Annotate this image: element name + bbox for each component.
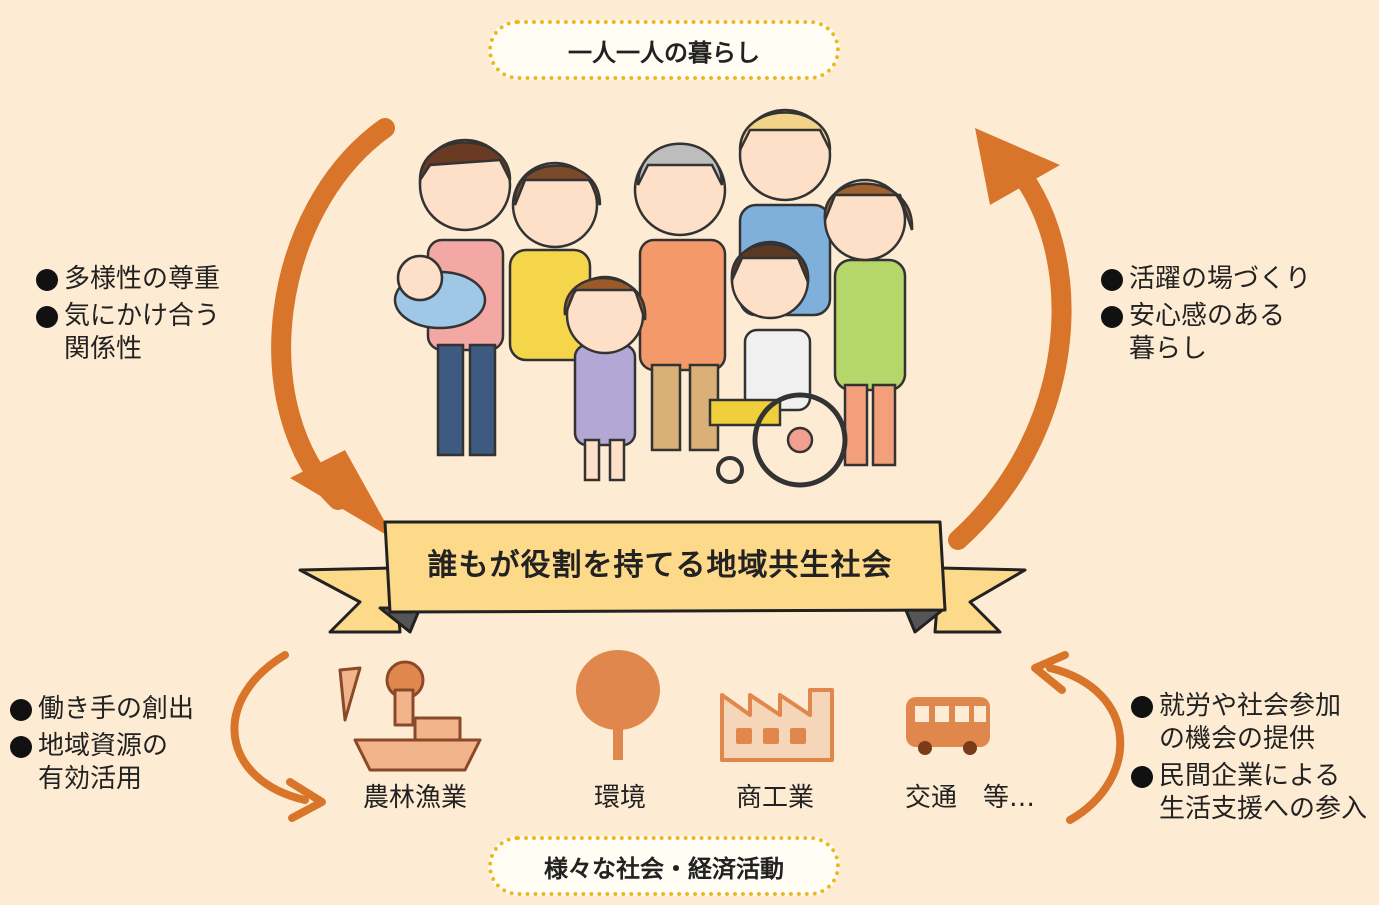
right-small-arrow <box>1031 651 1125 824</box>
right-lower-bullets: 就労や社会参加 の機会の提供 民間企業による 生活支援への参入 <box>1131 690 1367 830</box>
right-upper-bullets: 活躍の場づくり 安心感のある 暮らし <box>1101 263 1311 370</box>
bullet-item: 民間企業による 生活支援への参入 <box>1131 760 1367 826</box>
bullet-item: 安心感のある 暮らし <box>1101 300 1311 366</box>
tree-icon <box>576 650 660 760</box>
left-upper-bullets: 多様性の尊重 気にかけ合う 関係性 <box>36 263 220 370</box>
left-lower-bullets: 働き手の創出 地域資源の 有効活用 <box>10 693 194 800</box>
family-illustration <box>393 108 914 488</box>
center-banner-text: 誰もが役割を持てる地域共生社会 <box>427 548 893 583</box>
bullet-item: 働き手の創出 <box>10 693 194 726</box>
bullet-item: 活躍の場づくり <box>1101 263 1311 296</box>
category-label-environment: 環境 <box>593 783 646 813</box>
top-label-pill: 一人一人の暮らし <box>488 20 840 80</box>
right-up-arrow <box>948 128 1072 550</box>
bullet-item: 気にかけ合う 関係性 <box>36 300 220 366</box>
ribbon-banner <box>298 520 1027 634</box>
factory-icon <box>720 688 834 762</box>
farming-fishing-icon <box>338 660 482 772</box>
left-down-arrow <box>271 118 395 540</box>
category-label-farming: 農林漁業 <box>362 783 467 813</box>
bus-icon <box>906 697 990 755</box>
bullet-item: 多様性の尊重 <box>36 263 220 296</box>
category-label-industry: 商工業 <box>735 783 814 813</box>
bullet-item: 地域資源の 有効活用 <box>10 730 194 796</box>
bullet-item: 就労や社会参加 の機会の提供 <box>1131 690 1367 756</box>
bottom-label-pill: 様々な社会・経済活動 <box>488 836 840 896</box>
category-label-transport: 交通 等… <box>904 783 1035 813</box>
left-small-arrow <box>230 651 326 822</box>
